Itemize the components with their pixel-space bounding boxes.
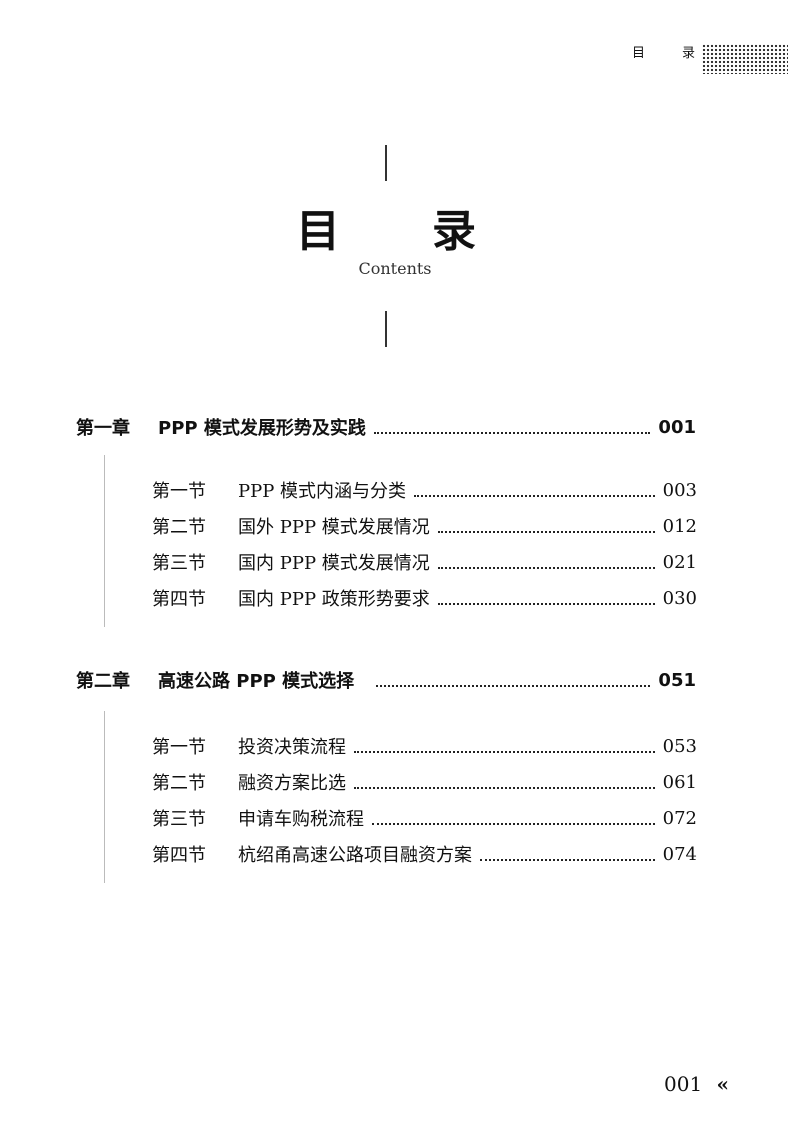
section-page-number: 030 [662,587,697,609]
page-title-char-1: 目 [296,206,340,257]
toc-section-2-4[interactable]: 第四节 杭绍甬高速公路项目融资方案 074 [152,840,697,868]
dot-leader [373,432,651,434]
toc-section-1-1[interactable]: 第一节 PPP 模式内涵与分类 003 [152,476,697,504]
dot-leader [354,751,655,753]
section-page-number: 021 [662,551,697,573]
section-page-number: 003 [662,479,697,501]
section-number: 第一节 [152,737,206,758]
chapter-number: 第一章 [76,418,130,439]
dot-leader [414,495,655,497]
section-number: 第四节 [152,589,206,610]
page-number-footer: 001 « [664,1072,729,1096]
section-page-number: 061 [662,771,697,793]
section-title: 申请车购税流程 [238,809,364,830]
section-page-number: 074 [662,843,697,865]
dot-leader [372,823,655,825]
toc-chapter-2[interactable]: 第二章 高速公路 PPP 模式选择 051 [76,666,696,694]
section-number: 第二节 [152,773,206,794]
page-title-char-2: 录 [432,206,476,257]
page-number: 001 [664,1072,703,1096]
section-title: 融资方案比选 [238,773,346,794]
double-chevron-left-icon: « [716,1072,730,1096]
section-number: 第二节 [152,517,206,538]
title-top-rule [385,145,387,181]
section-title: 国内 PPP 模式发展情况 [238,553,430,574]
section-number: 第三节 [152,553,206,574]
chapter-2-gutter-line [104,711,105,883]
dot-leader [480,859,655,861]
dot-leader [437,567,655,569]
section-title: PPP 模式内涵与分类 [238,481,407,502]
toc-section-2-3[interactable]: 第三节 申请车购税流程 072 [152,804,697,832]
section-title: 投资决策流程 [238,737,346,758]
section-number: 第一节 [152,481,206,502]
running-header-char-1: 目 [632,46,646,61]
running-header-char-2: 录 [682,46,696,61]
section-page-number: 012 [662,515,697,537]
section-number: 第四节 [152,845,206,866]
section-title: 国内 PPP 政策形势要求 [238,589,430,610]
dot-pattern-decoration [702,44,788,74]
section-title: 国外 PPP 模式发展情况 [238,517,430,538]
dot-leader [354,787,655,789]
dot-leader [437,603,655,605]
toc-section-1-3[interactable]: 第三节 国内 PPP 模式发展情况 021 [152,548,697,576]
page-subtitle: Contents [358,259,432,278]
chapter-1-gutter-line [104,455,105,627]
chapter-page-number: 051 [658,669,696,691]
toc-section-1-2[interactable]: 第二节 国外 PPP 模式发展情况 012 [152,512,697,540]
section-title: 杭绍甬高速公路项目融资方案 [238,845,472,866]
dot-leader [437,531,655,533]
section-page-number: 072 [662,807,697,829]
chapter-page-number: 001 [658,416,696,438]
chapter-number: 第二章 [76,671,130,692]
chapter-title: 高速公路 PPP 模式选择 [158,671,355,692]
toc-chapter-1[interactable]: 第一章 PPP 模式发展形势及实践 001 [76,413,696,441]
toc-section-2-2[interactable]: 第二节 融资方案比选 061 [152,768,697,796]
toc-section-1-4[interactable]: 第四节 国内 PPP 政策形势要求 030 [152,584,697,612]
chapter-title: PPP 模式发展形势及实践 [158,418,366,439]
title-bottom-rule [385,311,387,347]
toc-section-2-1[interactable]: 第一节 投资决策流程 053 [152,732,697,760]
section-number: 第三节 [152,809,206,830]
dot-leader [376,685,651,687]
section-page-number: 053 [662,735,697,757]
